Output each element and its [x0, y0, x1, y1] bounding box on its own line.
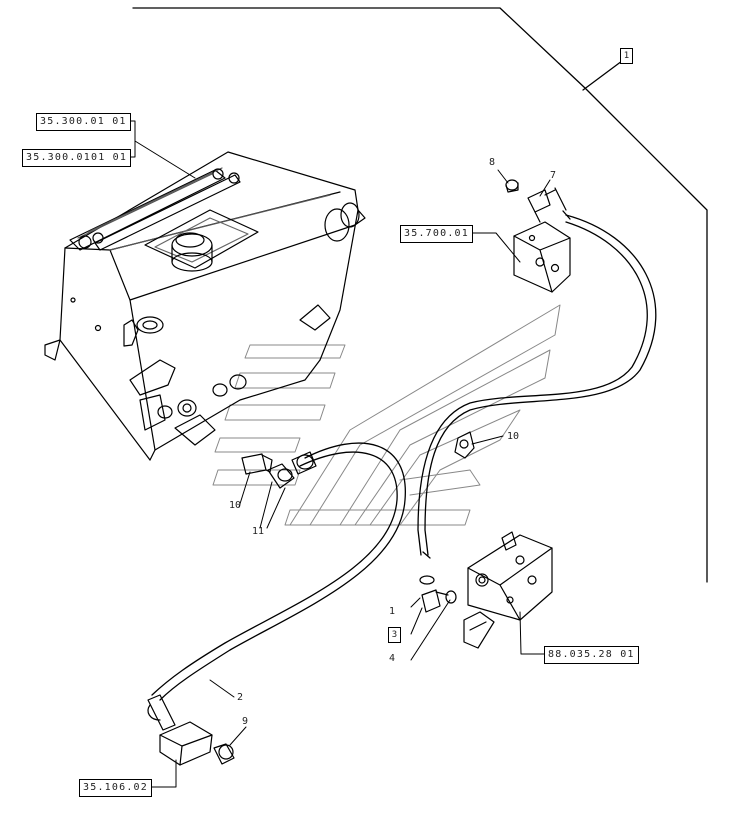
group-bracket [132, 7, 708, 583]
ref-tank-part-b-label: 35.300.0101 01 [26, 152, 128, 163]
ref-fitting-bottom-label: 35.106.02 [83, 782, 148, 793]
hydraulic-tank [44, 151, 366, 461]
item-number-4: 4 [389, 653, 396, 664]
hose-clamp [454, 431, 475, 459]
item-number-10-left: 10 [229, 500, 242, 511]
item-number-10-right: 10 [507, 431, 520, 442]
group-box-label[interactable]: 1 [620, 48, 633, 64]
ref-tank-part-b[interactable]: 35.300.0101 01 [22, 149, 132, 167]
item-number-11: 11 [252, 526, 265, 537]
item-number-7: 7 [550, 170, 557, 181]
ref-valve-block-right[interactable]: 88.035.28 01 [544, 646, 639, 664]
ref-fitting-bottom[interactable]: 35.106.02 [79, 779, 152, 797]
ref-valve-block-right-label: 88.035.28 01 [548, 649, 635, 660]
ref-tank-part-a[interactable]: 35.300.01 01 [36, 113, 131, 131]
tank-fittings [241, 451, 317, 489]
valve-block-right [419, 531, 553, 649]
valve-block-top [505, 179, 571, 293]
item-number-2: 2 [237, 692, 244, 703]
item-number-3: 3 [388, 627, 401, 643]
item-number-1: 1 [389, 606, 396, 617]
item-number-8: 8 [489, 157, 496, 168]
ref-valve-block-top[interactable]: 35.700.01 [400, 225, 473, 243]
hose-upper [417, 210, 657, 559]
leader-lines [119, 120, 551, 788]
hose-lower [151, 442, 406, 701]
item-number-9: 9 [242, 716, 249, 727]
watermark-logo [212, 304, 561, 526]
ref-tank-part-a-label: 35.300.01 01 [40, 116, 127, 127]
ref-valve-block-top-label: 35.700.01 [404, 228, 469, 239]
bottom-fitting [147, 694, 235, 766]
